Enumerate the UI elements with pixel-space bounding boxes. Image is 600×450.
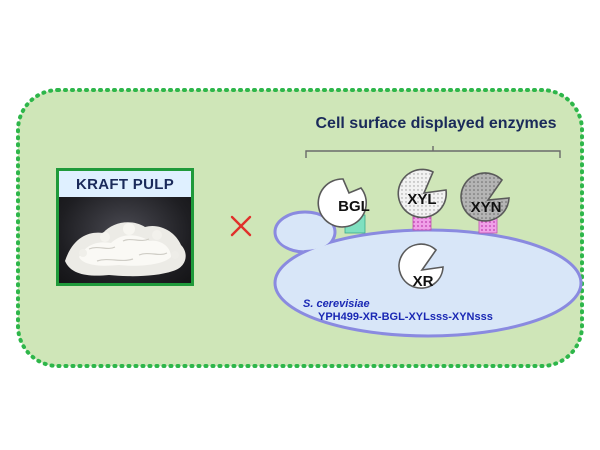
species-label: S. cerevisiae — [303, 298, 370, 310]
bgl-enzyme-icon: BGL — [317, 178, 370, 228]
xr-label: XR — [413, 273, 434, 290]
xyl-label: XYL — [407, 191, 436, 208]
xr-enzyme-icon: XR — [398, 243, 444, 290]
kraft-pulp-photo — [59, 197, 191, 283]
xyn-label: XYN — [471, 199, 502, 216]
bgl-label: BGL — [338, 198, 370, 215]
kraft-pulp-label: KRAFT PULP — [59, 171, 191, 197]
kraft-pulp-card: KRAFT PULP — [56, 168, 194, 286]
cross-operator-icon — [230, 215, 252, 237]
xyn-enzyme-icon: XYN — [460, 172, 510, 222]
pulp-fiber-image — [65, 222, 186, 277]
xyl-enzyme-icon: XYL — [397, 168, 448, 219]
title-bracket — [305, 146, 561, 158]
strain-label: YPH499-XR-BGL-XYLsss-XYNsss — [318, 311, 493, 323]
header-title: Cell surface displayed enzymes — [316, 115, 557, 132]
